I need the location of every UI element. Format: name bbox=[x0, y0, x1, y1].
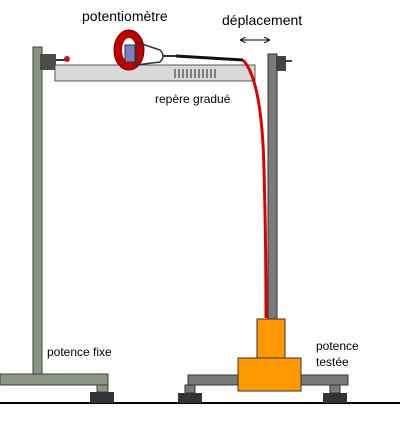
rule-bar bbox=[54, 64, 256, 82]
potentiometer-cone bbox=[135, 40, 164, 66]
tested-stand-pad-left bbox=[178, 393, 202, 403]
potentiometer bbox=[113, 29, 176, 71]
fixed-stand-pole bbox=[32, 46, 43, 376]
tested-stand-clamp bbox=[276, 56, 286, 71]
tested-stand-pole bbox=[267, 53, 278, 321]
label-fixed-stand: potence fixe bbox=[47, 345, 112, 359]
tested-stand-block-base bbox=[237, 357, 302, 392]
label-tested-stand-line2: testée bbox=[316, 355, 349, 369]
label-tested-stand-line1: potence bbox=[316, 339, 359, 353]
measuring-wire-dark bbox=[175, 54, 244, 62]
clamp-knob bbox=[64, 56, 70, 62]
tested-stand-pad-right bbox=[323, 393, 347, 403]
label-potentiometer: potentiomètre bbox=[82, 8, 168, 24]
fixed-stand-clamp bbox=[40, 54, 56, 70]
label-graduated-scale: repère gradué bbox=[155, 92, 231, 106]
fixed-stand bbox=[0, 46, 114, 403]
tested-stand-foot-left bbox=[184, 384, 196, 394]
fixed-stand-foot-right bbox=[96, 384, 109, 393]
graduated-rule bbox=[54, 64, 256, 82]
fixed-stand-base bbox=[0, 373, 109, 386]
label-displacement: déplacement bbox=[222, 12, 302, 28]
rule-ticks bbox=[174, 69, 216, 78]
tested-stand-foot-right bbox=[329, 384, 341, 394]
measuring-wire bbox=[241, 58, 268, 319]
fixed-stand-pad bbox=[90, 392, 114, 403]
tested-stand-block-top bbox=[256, 318, 286, 359]
potentiometer-body bbox=[124, 44, 136, 63]
tested-stand bbox=[178, 53, 349, 403]
